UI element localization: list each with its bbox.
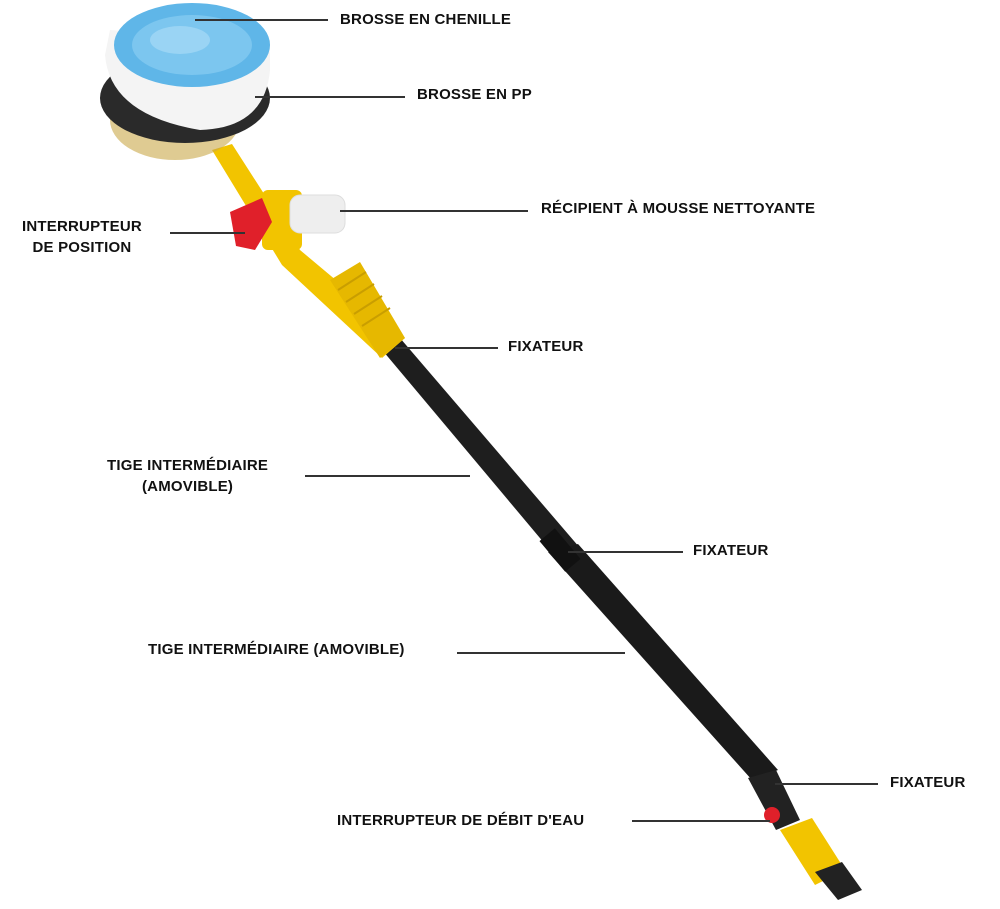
label-line: DE POSITION [32, 239, 132, 256]
brush-head [100, 3, 270, 160]
water-flow-switch [764, 807, 780, 823]
position-switch [230, 198, 272, 250]
label-fixateur-2: FIXATEUR [693, 542, 769, 559]
label-fixateur-3: FIXATEUR [890, 774, 966, 791]
label-line: INTERRUPTEUR [22, 218, 142, 235]
leader-line [170, 232, 245, 234]
label-recipient-mousse: RÉCIPIENT À MOUSSE NETTOYANTE [541, 200, 816, 217]
leader-line [568, 551, 683, 553]
leader-line [457, 652, 625, 654]
foam-container [289, 194, 346, 234]
leader-line [395, 347, 498, 349]
label-fixateur-1: FIXATEUR [508, 338, 584, 355]
label-interrupteur-debit: INTERRUPTEUR DE DÉBIT D'EAU [337, 812, 585, 829]
label-brosse-chenille: BROSSE EN CHENILLE [340, 11, 512, 28]
label-line: (AMOVIBLE) [141, 478, 234, 495]
leader-line [775, 783, 878, 785]
leader-line [632, 820, 770, 822]
water-connector [748, 770, 862, 900]
black-pole [378, 338, 778, 780]
leader-line [195, 19, 328, 21]
label-line: TIGE INTERMÉDIAIRE [107, 457, 269, 474]
leader-line [255, 96, 405, 98]
label-interrupteur-position: INTERRUPTEUR DE POSITION [22, 216, 142, 258]
yellow-handle [212, 144, 405, 358]
label-tige-2: TIGE INTERMÉDIAIRE (AMOVIBLE) [148, 641, 405, 658]
leader-line [305, 475, 470, 477]
leader-line [340, 210, 528, 212]
label-tige-1: TIGE INTERMÉDIAIRE (AMOVIBLE) [107, 455, 268, 497]
label-brosse-pp: BROSSE EN PP [417, 86, 532, 103]
